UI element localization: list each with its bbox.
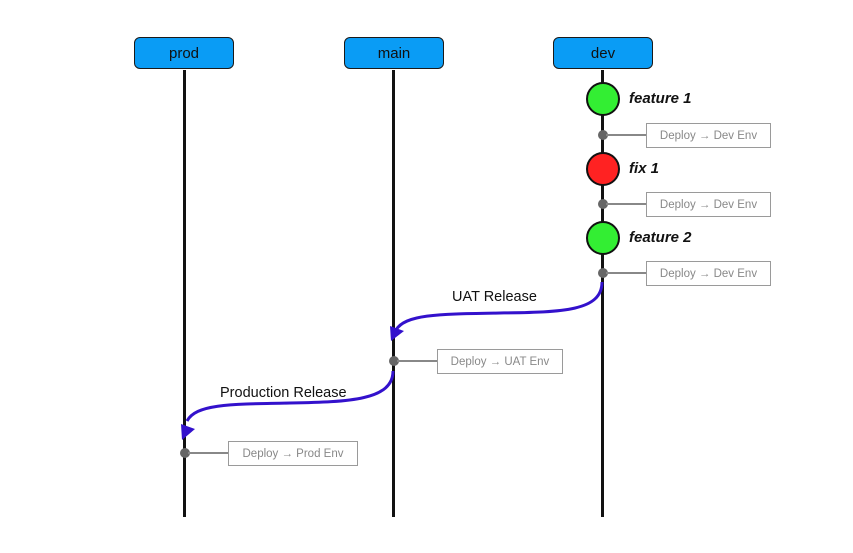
uat-release-arrowhead bbox=[390, 326, 404, 341]
branch-prod: prod bbox=[134, 37, 234, 69]
branch-main: main bbox=[344, 37, 444, 69]
branch-dev: dev bbox=[553, 37, 653, 69]
dev-deploy-dot-3 bbox=[598, 268, 608, 278]
dev-deploy-connector-2 bbox=[606, 203, 646, 205]
commit-label-fix-1: fix 1 bbox=[629, 160, 660, 177]
uat-release-arrow bbox=[394, 281, 604, 331]
commit-label-feature-1: feature 1 bbox=[629, 90, 692, 107]
dev-deploy-connector-1 bbox=[606, 134, 646, 136]
commit-label-feature-2: feature 2 bbox=[629, 229, 692, 246]
production-release-arrowhead bbox=[181, 424, 195, 440]
uat-release-label: UAT Release bbox=[452, 289, 537, 305]
main-deploy-connector bbox=[397, 360, 437, 362]
deploy-uat-env: Deploy → UAT Env bbox=[437, 349, 563, 374]
commit-fix-1 bbox=[586, 152, 620, 186]
dev-deploy-dot-2 bbox=[598, 199, 608, 209]
commit-feature-2 bbox=[586, 221, 620, 255]
dev-lane-line bbox=[601, 70, 604, 517]
prod-deploy-dot bbox=[180, 448, 190, 458]
deploy-dev-env-1: Deploy → Dev Env bbox=[646, 123, 771, 148]
main-deploy-dot bbox=[389, 356, 399, 366]
deploy-prod-env: Deploy → Prod Env bbox=[228, 441, 358, 466]
prod-lane-line bbox=[183, 70, 186, 517]
commit-feature-1 bbox=[586, 82, 620, 116]
prod-deploy-connector bbox=[188, 452, 228, 454]
dev-deploy-dot-1 bbox=[598, 130, 608, 140]
deploy-dev-env-3: Deploy → Dev Env bbox=[646, 261, 771, 286]
deploy-dev-env-2: Deploy → Dev Env bbox=[646, 192, 771, 217]
production-release-arrow bbox=[185, 370, 395, 422]
main-lane-line bbox=[392, 70, 395, 517]
production-release-label: Production Release bbox=[220, 385, 347, 401]
dev-deploy-connector-3 bbox=[606, 272, 646, 274]
